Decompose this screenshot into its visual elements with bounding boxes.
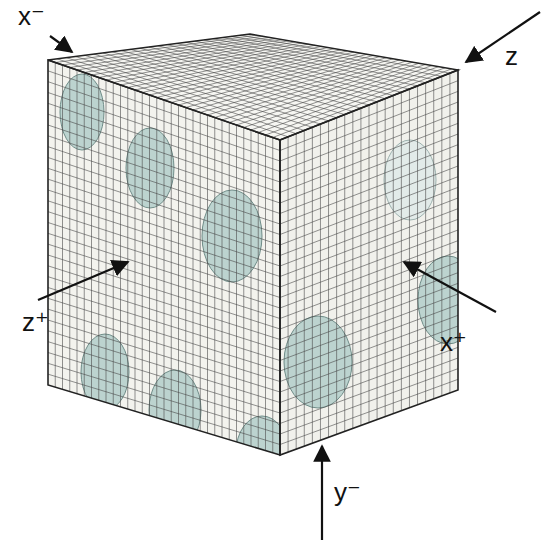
axis-label: y⁻: [334, 478, 361, 507]
mesh-line: [280, 337, 458, 403]
mesh-line: [280, 187, 458, 255]
mesh-line: [280, 273, 458, 340]
mesh-line: [48, 212, 280, 287]
fiber-section: [126, 128, 174, 208]
fiber-section: [60, 74, 104, 150]
side-face: [280, 70, 458, 455]
mesh-line: [280, 209, 458, 277]
mesh-line: [171, 53, 360, 102]
fiber-section: [81, 334, 129, 410]
mesh-line: [251, 66, 432, 131]
mesh-line: [280, 347, 458, 413]
mesh-line: [48, 342, 280, 413]
mesh-line: [70, 37, 270, 67]
direction-arrow: [50, 36, 72, 52]
mesh-line: [266, 68, 446, 135]
mesh-line: [48, 223, 280, 298]
mesh-line: [280, 198, 458, 266]
mesh-line: [48, 136, 280, 214]
mesh-line: [280, 145, 458, 214]
mesh-line: [280, 177, 458, 245]
mesh-line: [280, 230, 458, 298]
mesh-grid: [48, 35, 458, 453]
mesh-line: [48, 363, 280, 434]
mesh-line: [48, 233, 280, 308]
mesh-line: [48, 71, 280, 151]
mesh-line: [280, 369, 458, 434]
direction-arrow: [38, 262, 128, 300]
mesh-line: [215, 60, 400, 118]
front-face: [48, 60, 280, 455]
mesh-line: [280, 155, 458, 224]
mesh-line: [179, 54, 368, 105]
direction-arrow: [321, 446, 323, 540]
axis-label: x⁻: [18, 2, 45, 31]
mesh-line: [280, 283, 458, 350]
axis-label: x⁺: [440, 328, 467, 357]
direction-arrow: [466, 12, 540, 62]
mesh-line: [48, 93, 280, 172]
mesh-line: [48, 277, 280, 350]
mesh-line: [186, 55, 374, 107]
mesh-line: [280, 251, 458, 318]
mesh-line: [280, 305, 458, 371]
mesh-line: [48, 103, 280, 182]
mesh-line: [99, 42, 296, 78]
mesh-line: [280, 294, 458, 361]
axis-label: z: [505, 42, 518, 71]
mesh-line: [48, 288, 280, 361]
mesh-line: [48, 374, 280, 444]
mesh-line: [280, 81, 458, 151]
mesh-line: [280, 315, 458, 381]
mesh-line: [92, 41, 290, 75]
mesh-line: [48, 298, 280, 371]
fiber-section: [384, 140, 436, 220]
fiber-section: [284, 316, 352, 408]
mesh-line: [237, 63, 420, 125]
mesh-line: [280, 241, 458, 308]
mesh-line: [164, 52, 354, 100]
mesh-line: [280, 113, 458, 182]
cube-edge: [48, 60, 280, 455]
mesh-line: [48, 331, 280, 403]
mesh-line: [280, 123, 458, 192]
mesh-line: [48, 114, 280, 192]
mesh-line: [273, 69, 452, 138]
mesh-line: [48, 179, 280, 255]
mesh-line: [48, 266, 280, 340]
mesh-line: [280, 262, 458, 329]
mesh-line: [280, 134, 458, 203]
mesh-line: [280, 326, 458, 392]
mesh-line: [280, 91, 458, 161]
cube-edge: [280, 70, 458, 455]
cube-edge: [48, 34, 458, 140]
mesh-line: [48, 255, 280, 329]
mesh-line: [193, 57, 380, 111]
mesh-line: [48, 125, 280, 203]
mesh-line: [280, 102, 458, 172]
mesh-line: [48, 353, 280, 424]
direction-arrow: [404, 262, 496, 312]
mesh-line: [48, 309, 280, 381]
mesh-line: [280, 358, 458, 424]
mesh-line: [280, 166, 458, 235]
mesh-line: [48, 190, 280, 266]
mesh-line: [48, 82, 280, 161]
mesh-line: [48, 320, 280, 392]
mesh-line: [48, 201, 280, 277]
mesh-line: [280, 379, 458, 444]
mesh-line: [222, 61, 406, 120]
mesh-line: [258, 67, 438, 133]
axis-label: z⁺: [22, 308, 49, 337]
